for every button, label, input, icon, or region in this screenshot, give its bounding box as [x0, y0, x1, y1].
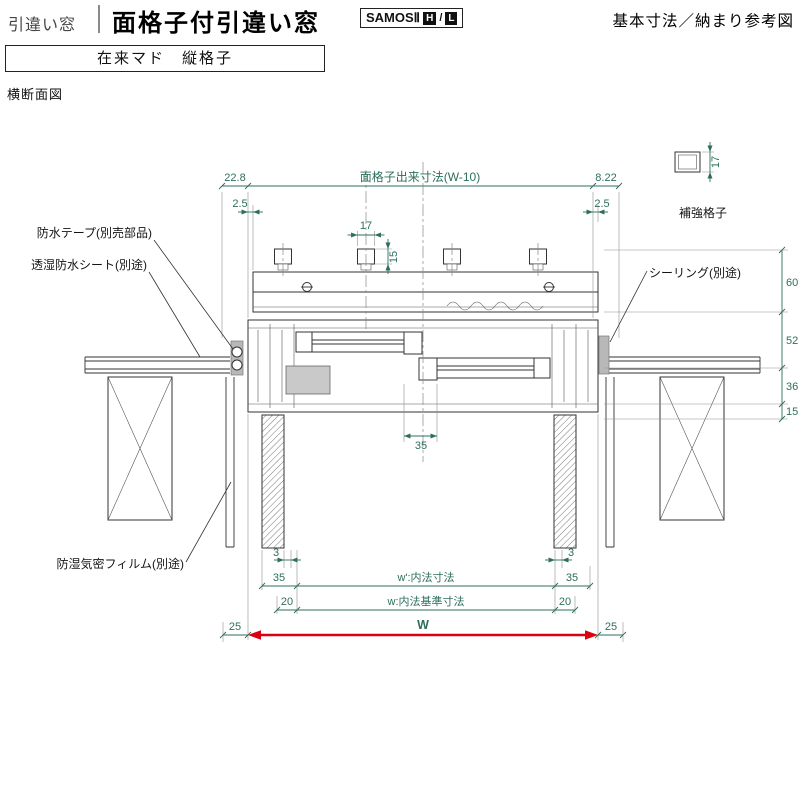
- cross-section-drawing: 17 補強格子 22.8 面格子出来寸法(W-10) 8.22 2.5 2.5 …: [31, 142, 798, 642]
- dim-offset-right: 2.5: [594, 198, 609, 210]
- label-moisture-film: 防湿気密フィルム(別途): [56, 556, 184, 571]
- window-category-label: 引違い窓: [8, 17, 77, 34]
- brand-badge: SAMOSⅡ H / L: [360, 8, 464, 28]
- dim-reinforce-depth: 17: [710, 156, 722, 168]
- dim-v36: 36: [786, 381, 798, 393]
- brand-grade-l: L: [445, 11, 458, 25]
- mounting-screw-icon: [301, 282, 313, 292]
- dim-w-inner: w':内法寸法: [396, 570, 454, 584]
- reinforcing-lattice-detail: 17 補強格子: [674, 142, 727, 220]
- bottom-dim-chains: 3 3 35 w':内法寸法 35 20 w:内法基準寸法 20 25 25: [219, 414, 627, 642]
- dim-3-left: 3: [273, 547, 279, 559]
- dim-25-right: 25: [605, 621, 617, 633]
- dim-35-right: 35: [566, 572, 578, 584]
- dim-top-right: 8.22: [595, 172, 616, 184]
- dim-20-left: 20: [281, 596, 293, 608]
- right-dim-chain: 60 52 36 15: [604, 246, 798, 423]
- section-type-label: 横断面図: [7, 87, 64, 102]
- label-sealing: シーリング(別途): [649, 265, 741, 280]
- spec-variant-box: 在来マド 縦格子: [5, 45, 325, 72]
- label-reinforcing-lattice: 補強格子: [679, 205, 727, 220]
- dim-bar-width: 17: [360, 220, 372, 232]
- dim-interlock: 35: [415, 440, 427, 452]
- offset-dims: 2.5 2.5: [232, 198, 610, 215]
- top-dim-chain: 22.8 面格子出来寸法(W-10) 8.22: [218, 169, 623, 338]
- dim-w-base: w:内法基準寸法: [387, 594, 465, 608]
- page-title: 面格子付引違い窓: [112, 10, 320, 37]
- header-divider: [98, 5, 100, 33]
- dim-20-right: 20: [559, 596, 571, 608]
- lattice-bar-dims: 17 15: [347, 220, 400, 274]
- brand-grade-slash: /: [439, 12, 443, 24]
- dim-v60: 60: [786, 277, 798, 289]
- brand-grade-h: H: [423, 11, 437, 25]
- header-right-note: 基本寸法／納まり参考図: [612, 13, 794, 30]
- interior-casing-columns: [261, 414, 577, 549]
- mesh-zigzag: [446, 301, 544, 311]
- dim-35-left: 35: [273, 572, 285, 584]
- dim-offset-left: 2.5: [232, 198, 247, 210]
- dim-3-right: 3: [568, 547, 574, 559]
- face-lattice-section: [252, 248, 599, 313]
- sash-sections: [295, 331, 551, 381]
- dim-W: W: [417, 618, 429, 632]
- pocket-block: [285, 365, 331, 395]
- dim-top-left: 22.8: [224, 172, 245, 184]
- sealing-detail: [598, 335, 610, 375]
- right-wall-section: [605, 356, 761, 548]
- w-dim-red-arrow: W: [248, 618, 598, 640]
- dim-25-left: 25: [229, 621, 241, 633]
- centerlines: [282, 162, 539, 462]
- dim-v15: 15: [786, 406, 798, 418]
- tape-detail: [230, 340, 244, 376]
- interlock-dim: 35: [403, 384, 438, 452]
- left-wall-section: [84, 356, 235, 548]
- callout-labels: 防水テープ(別売部品) 透湿防水シート(別途) シーリング(別途) 防湿気密フィ…: [31, 225, 741, 571]
- brand-name: SAMOSⅡ: [366, 10, 421, 25]
- dim-lattice-width-title: 面格子出来寸法(W-10): [360, 169, 480, 184]
- dim-bar-depth: 15: [388, 251, 400, 263]
- label-waterproof-tape: 防水テープ(別売部品): [37, 225, 152, 240]
- dim-v52: 52: [786, 335, 798, 347]
- label-breathable-sheet: 透湿防水シート(別途): [31, 257, 147, 272]
- mounting-screw-icon: [543, 282, 555, 292]
